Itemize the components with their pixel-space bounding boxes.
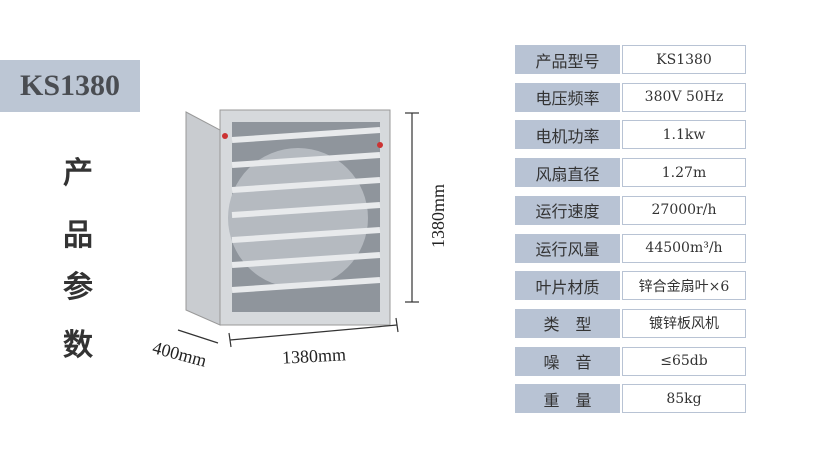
spec-value: 44500m³/h [622,233,746,263]
side-title-char: 品 [63,218,93,253]
spec-label: 运行风量 [515,233,620,263]
spec-value: 镀锌板风机 [622,308,746,338]
fan-image [185,109,391,326]
model-badge: KS1380 [0,60,140,112]
spec-value: 27000r/h [622,195,746,225]
spec-label: 风扇直径 [515,158,620,188]
spec-value: KS1380 [622,45,746,74]
spec-value: ≤65db [622,346,746,376]
spec-label: 运行速度 [515,195,620,225]
spec-row: 叶片材质锌合金扇叶×6 [515,271,746,301]
height-dimension: 1380mm [428,183,448,248]
side-title-char: 产 [63,156,93,191]
spec-label: 类 型 [515,308,620,338]
spec-value: 1.27m [622,158,746,188]
spec-value: 1.1kw [622,120,746,150]
spec-label: 电机功率 [515,120,620,150]
side-title-char: 数 [63,328,93,363]
spec-row: 噪 音≤65db [515,346,746,376]
width-dimension: 1380mm [281,344,347,368]
spec-label: 叶片材质 [515,271,620,301]
spec-value: 锌合金扇叶×6 [622,271,746,301]
spec-row: 类 型镀锌板风机 [515,308,746,338]
side-title-char: 参 [63,270,93,305]
spec-label: 噪 音 [515,346,620,376]
spec-label: 电压频率 [515,82,620,112]
spec-label: 重 量 [515,384,620,414]
spec-value: 380V 50Hz [622,82,746,112]
spec-label: 产品型号 [515,45,620,74]
spec-value: 85kg [622,384,746,414]
